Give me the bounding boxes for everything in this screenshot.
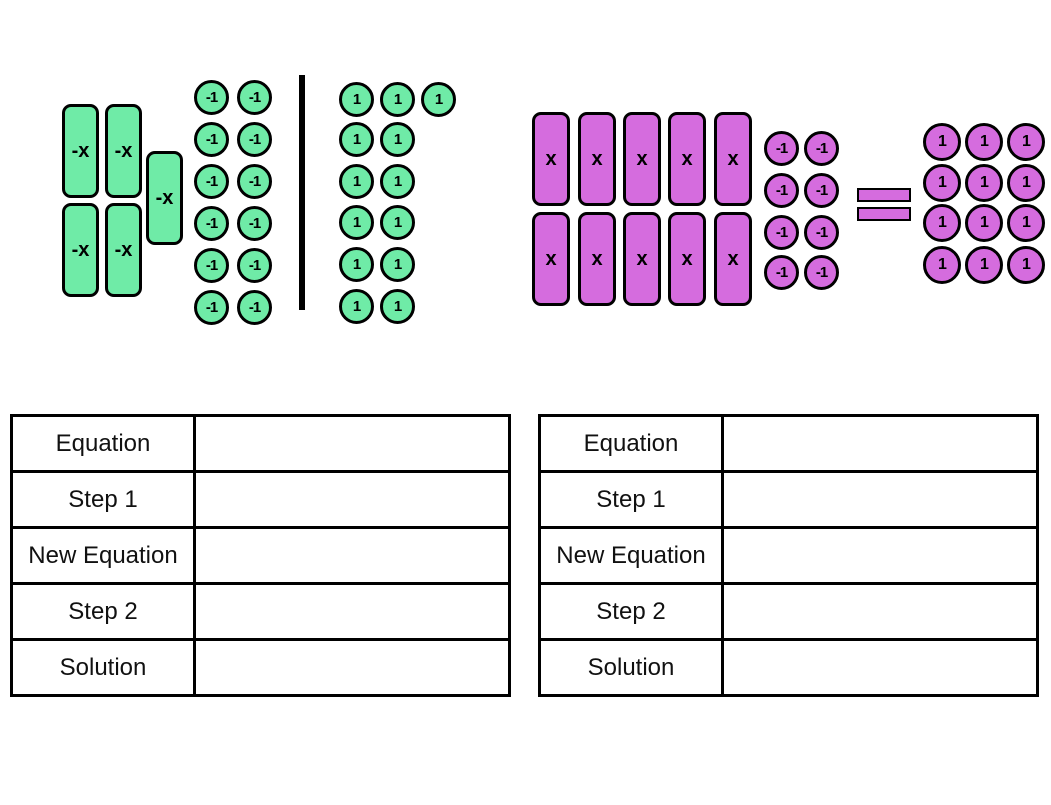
one-unit: 1 bbox=[1007, 123, 1045, 161]
neg-one-unit: -1 bbox=[804, 215, 839, 250]
row-label: Step 2 bbox=[10, 582, 196, 641]
answer-cell[interactable] bbox=[721, 526, 1039, 585]
one-unit: 1 bbox=[380, 289, 415, 324]
neg-one-unit: -1 bbox=[194, 290, 229, 325]
row-label: New Equation bbox=[538, 526, 724, 585]
one-unit: 1 bbox=[965, 123, 1003, 161]
one-unit: 1 bbox=[380, 82, 415, 117]
one-unit: 1 bbox=[923, 204, 961, 242]
one-unit: 1 bbox=[1007, 164, 1045, 202]
row-label: Step 1 bbox=[10, 470, 196, 529]
table-row: Step 1 bbox=[538, 470, 1039, 529]
table-row: Step 2 bbox=[538, 582, 1039, 641]
one-unit: 1 bbox=[339, 205, 374, 240]
neg-one-unit: -1 bbox=[194, 122, 229, 157]
one-unit: 1 bbox=[339, 122, 374, 157]
one-unit: 1 bbox=[421, 82, 456, 117]
x-tile: x bbox=[532, 212, 570, 306]
row-label: Equation bbox=[538, 414, 724, 473]
table-row: New Equation bbox=[10, 526, 511, 585]
one-unit: 1 bbox=[339, 164, 374, 199]
neg-one-unit: -1 bbox=[237, 164, 272, 199]
answer-cell[interactable] bbox=[721, 414, 1039, 473]
table-row: Step 1 bbox=[10, 470, 511, 529]
one-unit: 1 bbox=[380, 247, 415, 282]
table-row: Solution bbox=[10, 638, 511, 697]
x-tile: x bbox=[714, 212, 752, 306]
table-row: New Equation bbox=[538, 526, 1039, 585]
neg-one-unit: -1 bbox=[237, 80, 272, 115]
neg-one-unit: -1 bbox=[237, 122, 272, 157]
answer-cell[interactable] bbox=[193, 638, 511, 697]
neg-x-tile: -x bbox=[105, 104, 142, 198]
neg-one-unit: -1 bbox=[194, 206, 229, 241]
neg-one-unit: -1 bbox=[237, 290, 272, 325]
table-row: Equation bbox=[10, 414, 511, 473]
answer-cell[interactable] bbox=[721, 582, 1039, 641]
equation-divider-bar bbox=[299, 75, 305, 310]
row-label: Solution bbox=[10, 638, 196, 697]
answer-cell[interactable] bbox=[193, 526, 511, 585]
neg-x-tile: -x bbox=[62, 203, 99, 297]
one-unit: 1 bbox=[965, 246, 1003, 284]
equals-bar bbox=[857, 207, 911, 221]
row-label: Solution bbox=[538, 638, 724, 697]
one-unit: 1 bbox=[380, 122, 415, 157]
neg-one-unit: -1 bbox=[764, 173, 799, 208]
table-row: Solution bbox=[538, 638, 1039, 697]
answer-cell[interactable] bbox=[721, 470, 1039, 529]
neg-one-unit: -1 bbox=[194, 248, 229, 283]
row-label: New Equation bbox=[10, 526, 196, 585]
one-unit: 1 bbox=[965, 204, 1003, 242]
x-tile: x bbox=[532, 112, 570, 206]
neg-one-unit: -1 bbox=[237, 206, 272, 241]
row-label: Step 2 bbox=[538, 582, 724, 641]
answer-cell[interactable] bbox=[193, 582, 511, 641]
one-unit: 1 bbox=[923, 123, 961, 161]
one-unit: 1 bbox=[923, 246, 961, 284]
neg-one-unit: -1 bbox=[804, 255, 839, 290]
neg-one-unit: -1 bbox=[804, 173, 839, 208]
neg-x-tile: -x bbox=[62, 104, 99, 198]
answer-cell[interactable] bbox=[193, 414, 511, 473]
neg-x-tile: -x bbox=[105, 203, 142, 297]
table-row: Step 2 bbox=[10, 582, 511, 641]
answer-cell[interactable] bbox=[193, 470, 511, 529]
x-tile: x bbox=[668, 112, 706, 206]
one-unit: 1 bbox=[965, 164, 1003, 202]
table-row: Equation bbox=[538, 414, 1039, 473]
neg-one-unit: -1 bbox=[764, 215, 799, 250]
x-tile: x bbox=[668, 212, 706, 306]
one-unit: 1 bbox=[380, 205, 415, 240]
neg-one-unit: -1 bbox=[804, 131, 839, 166]
neg-one-unit: -1 bbox=[764, 255, 799, 290]
x-tile: x bbox=[714, 112, 752, 206]
x-tile: x bbox=[623, 112, 661, 206]
neg-x-tile: -x bbox=[146, 151, 183, 245]
x-tile: x bbox=[623, 212, 661, 306]
one-unit: 1 bbox=[339, 289, 374, 324]
one-unit: 1 bbox=[339, 247, 374, 282]
one-unit: 1 bbox=[1007, 204, 1045, 242]
x-tile: x bbox=[578, 112, 616, 206]
row-label: Equation bbox=[10, 414, 196, 473]
x-tile: x bbox=[578, 212, 616, 306]
answer-cell[interactable] bbox=[721, 638, 1039, 697]
one-unit: 1 bbox=[1007, 246, 1045, 284]
one-unit: 1 bbox=[380, 164, 415, 199]
row-label: Step 1 bbox=[538, 470, 724, 529]
right-work-table: Equation Step 1 New Equation Step 2 Solu… bbox=[538, 414, 1039, 697]
neg-one-unit: -1 bbox=[194, 164, 229, 199]
one-unit: 1 bbox=[339, 82, 374, 117]
neg-one-unit: -1 bbox=[194, 80, 229, 115]
one-unit: 1 bbox=[923, 164, 961, 202]
equals-bar bbox=[857, 188, 911, 202]
neg-one-unit: -1 bbox=[764, 131, 799, 166]
left-work-table: Equation Step 1 New Equation Step 2 Solu… bbox=[10, 414, 511, 697]
neg-one-unit: -1 bbox=[237, 248, 272, 283]
